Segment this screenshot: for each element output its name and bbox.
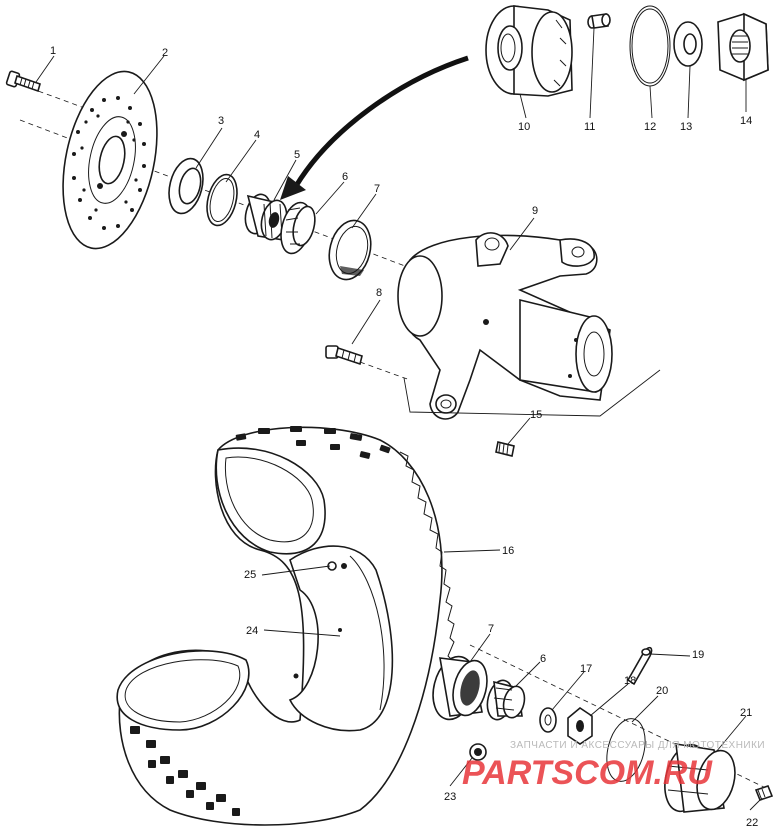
knuckle-bolt-icon: [325, 345, 363, 366]
tire-icon: [116, 426, 455, 826]
callout-21: 21: [740, 707, 752, 719]
callout-20: 20: [656, 685, 668, 697]
cap-screw-icon: [754, 785, 773, 801]
thrust-washer-icon: [673, 21, 703, 67]
bolt-axis-line: [29, 87, 91, 111]
callout-6-lower: 6: [540, 653, 546, 665]
assembly-arrow-icon: [280, 55, 469, 200]
callout-6: 6: [342, 171, 348, 183]
grease-fitting-icon: [495, 441, 515, 457]
sprag-clutch-icon: [485, 5, 573, 97]
callout-23: 23: [444, 791, 456, 803]
callout-18: 18: [624, 675, 636, 687]
valve-nut-icon: [469, 743, 487, 761]
roller-pin-icon: [587, 13, 611, 29]
front-hub-icon: [397, 232, 613, 420]
watermark: ЗАПЧАСТИ И АКСЕССУАРЫ ДЛЯ МОТОТЕХНИКИ PA…: [462, 740, 765, 792]
callout-8: 8: [376, 287, 382, 299]
callout-10: 10: [518, 121, 530, 133]
axle-nut-icon: [717, 12, 769, 82]
callout-labels: 1 2 3 4 5 6 7 8 9 10 11 12 13 14 15 16 2…: [50, 45, 758, 829]
brake-disc-icon: [62, 70, 158, 250]
callout-5: 5: [294, 149, 300, 161]
callout-25: 25: [244, 569, 256, 581]
bearing-race-icon: [328, 219, 372, 281]
callout-13: 13: [680, 121, 692, 133]
callout-12: 12: [644, 121, 656, 133]
tapered-bearing-lower-icon: [486, 679, 526, 721]
snap-ring-icon: [629, 5, 671, 87]
bolt-axis-line: [359, 361, 411, 381]
castle-nut-icon: [567, 707, 593, 745]
callout-16: 16: [502, 545, 514, 557]
callout-3: 3: [218, 115, 224, 127]
callout-15: 15: [530, 409, 542, 421]
spline-hub-icon: [244, 193, 288, 241]
brake-disc-bolt-icon: [5, 70, 41, 93]
callout-22: 22: [746, 817, 758, 829]
callout-1: 1: [50, 45, 56, 57]
o-ring-icon: [606, 718, 646, 782]
lower-axis-line: [469, 644, 771, 791]
retaining-ring-icon: [206, 173, 238, 227]
bearing-race-lower-icon: [432, 655, 488, 721]
hub-cap-icon: [664, 743, 736, 813]
callout-24: 24: [246, 625, 258, 637]
callout-4: 4: [254, 129, 260, 141]
callout-2: 2: [162, 47, 168, 59]
leader-lines: [35, 27, 763, 811]
watermark-logo: PARTSCOM.RU: [462, 754, 713, 792]
washer-icon: [539, 707, 557, 733]
callout-17: 17: [580, 663, 592, 675]
callout-9: 9: [532, 205, 538, 217]
watermark-tagline: ЗАПЧАСТИ И АКСЕССУАРЫ ДЛЯ МОТОТЕХНИКИ: [510, 740, 765, 751]
wheel-rim-icon: [288, 545, 394, 732]
seal-icon: [168, 157, 204, 215]
callout-7-lower: 7: [488, 623, 494, 635]
callout-19: 19: [692, 649, 704, 661]
cotter-pin-icon: [626, 646, 653, 686]
callout-11: 11: [584, 121, 595, 133]
hub-outline-line: [403, 369, 661, 417]
callout-14: 14: [740, 115, 752, 127]
tapered-bearing-icon: [280, 201, 316, 255]
callout-7: 7: [374, 183, 380, 195]
